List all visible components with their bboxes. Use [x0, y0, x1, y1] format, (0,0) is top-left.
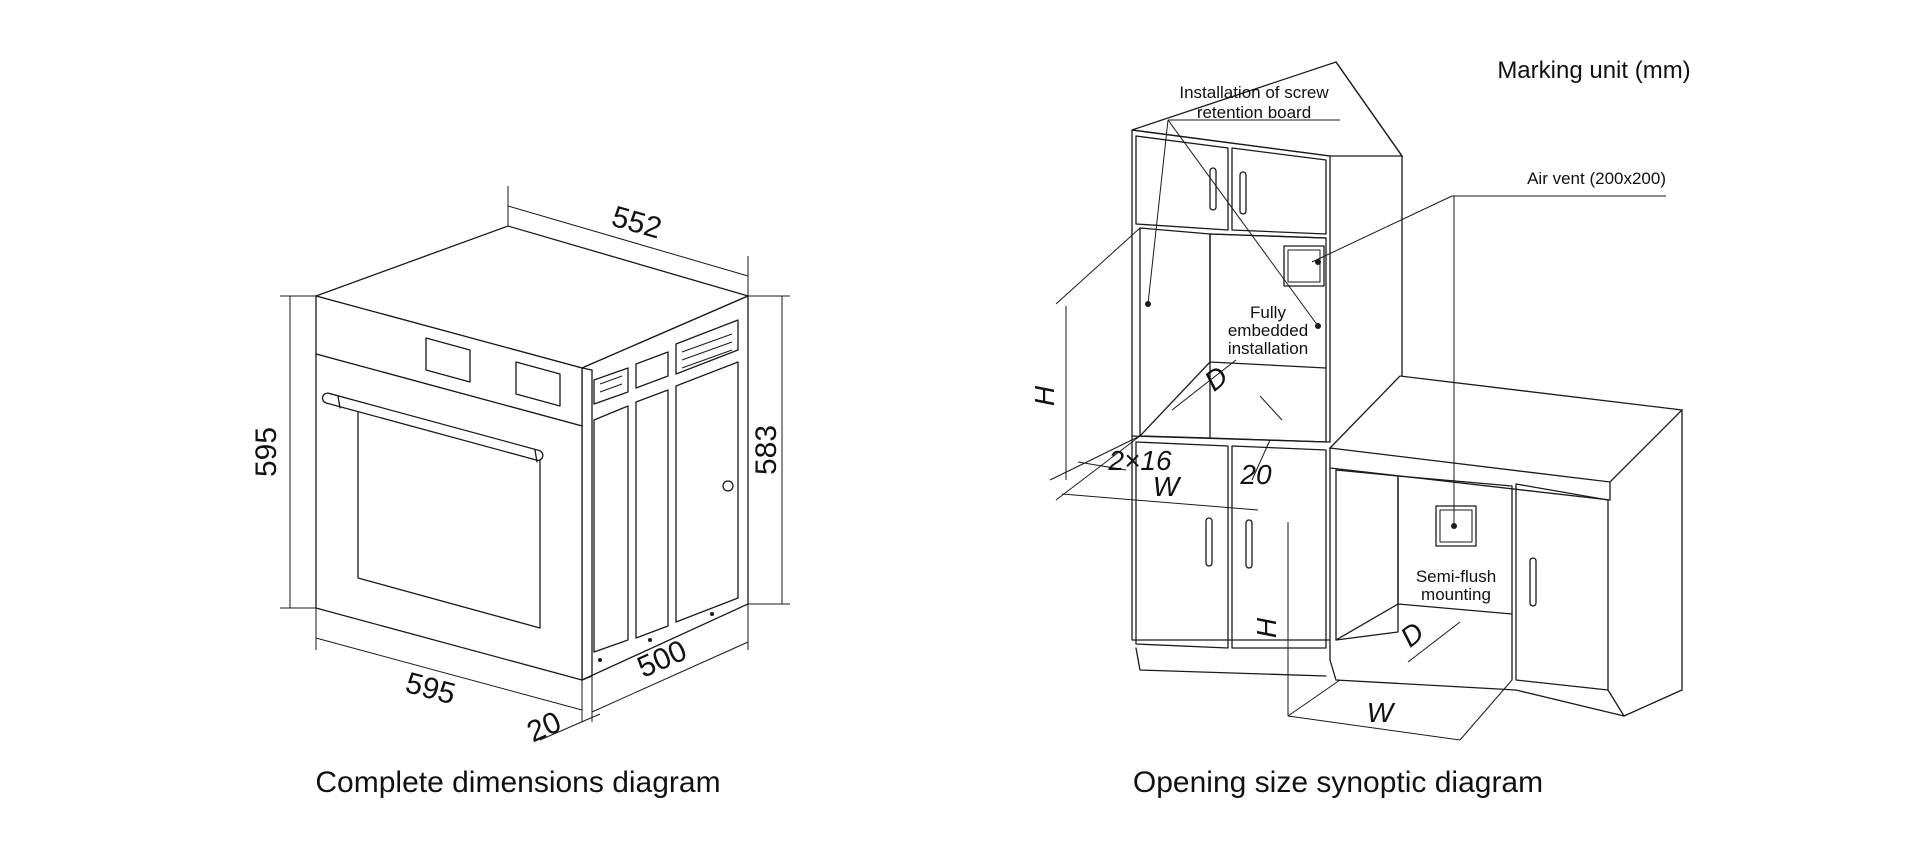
lower-w-label: W [1367, 697, 1396, 728]
dim-595-width-front: 595 [402, 666, 459, 711]
screw-board-callout-line2: retention board [1197, 103, 1311, 122]
lower-h-label: H [1251, 617, 1282, 638]
dim-20-thickness: 20 [522, 705, 566, 749]
left-caption: Complete dimensions diagram [315, 766, 720, 799]
dim-552-depth-top: 552 [608, 200, 665, 246]
lower-d-label: D [1395, 616, 1430, 653]
fully-embedded-line3: installation [1228, 339, 1308, 358]
screw-board-callout-line1: Installation of screw [1179, 83, 1329, 102]
semi-flush-line2: mounting [1421, 585, 1491, 604]
screw-spec-label: 2×16 [1107, 445, 1171, 476]
gap-20-label: 20 [1239, 459, 1272, 490]
air-vent-callout: Air vent (200x200) [1527, 169, 1666, 188]
upper-w-label: W [1153, 471, 1182, 502]
semi-flush-line1: Semi-flush [1416, 567, 1496, 586]
unit-note: Marking unit (mm) [1497, 57, 1690, 84]
cabinet-drawing [1049, 61, 1684, 741]
fully-embedded-line1: Fully [1250, 303, 1286, 322]
dim-583-height-side: 583 [750, 425, 783, 475]
fully-embedded-line2: embedded [1228, 321, 1308, 340]
dim-595-height-front: 595 [250, 427, 283, 477]
upper-h-label: H [1029, 385, 1060, 406]
oven-drawing [280, 186, 790, 741]
right-caption: Opening size synoptic diagram [1133, 766, 1543, 799]
